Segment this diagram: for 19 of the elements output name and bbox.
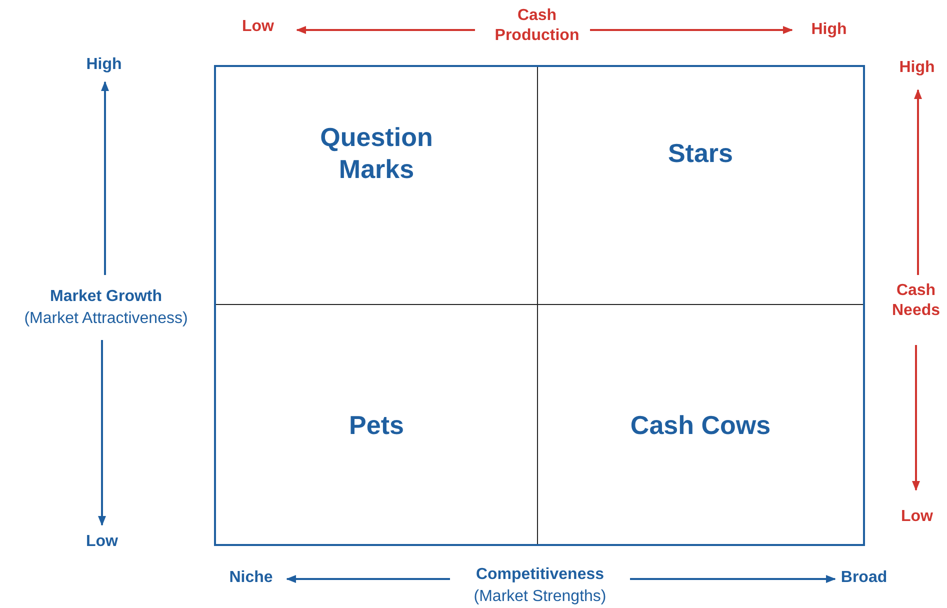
axis-end-label: Broad <box>840 568 888 588</box>
axis-end-label: Niche <box>229 568 273 588</box>
axis-title: Cash Production <box>494 6 580 46</box>
axis-end-label: Low <box>86 532 118 552</box>
quadrant-title: Pets <box>348 408 405 440</box>
quadrant-title: Question Marks <box>319 121 434 185</box>
quadrant-title: Cash Cows <box>629 408 772 440</box>
axis-end-label: High <box>811 20 847 40</box>
axis-title: Market Growth <box>50 287 162 307</box>
axis-end-label: High <box>899 58 935 78</box>
axis-end-label: High <box>86 55 122 75</box>
axis-end-label: Low <box>901 507 933 527</box>
axis-subtitle: (Market Strengths) <box>474 587 606 607</box>
axis-subtitle: (Market Attractiveness) <box>24 309 188 329</box>
axis-title: Competitiveness <box>476 565 604 585</box>
quadrant-title: Stars <box>666 137 734 169</box>
matrix-quadrant <box>216 67 538 305</box>
axis-end-label: Low <box>242 17 274 37</box>
axis-title: Cash Needs <box>890 281 942 321</box>
